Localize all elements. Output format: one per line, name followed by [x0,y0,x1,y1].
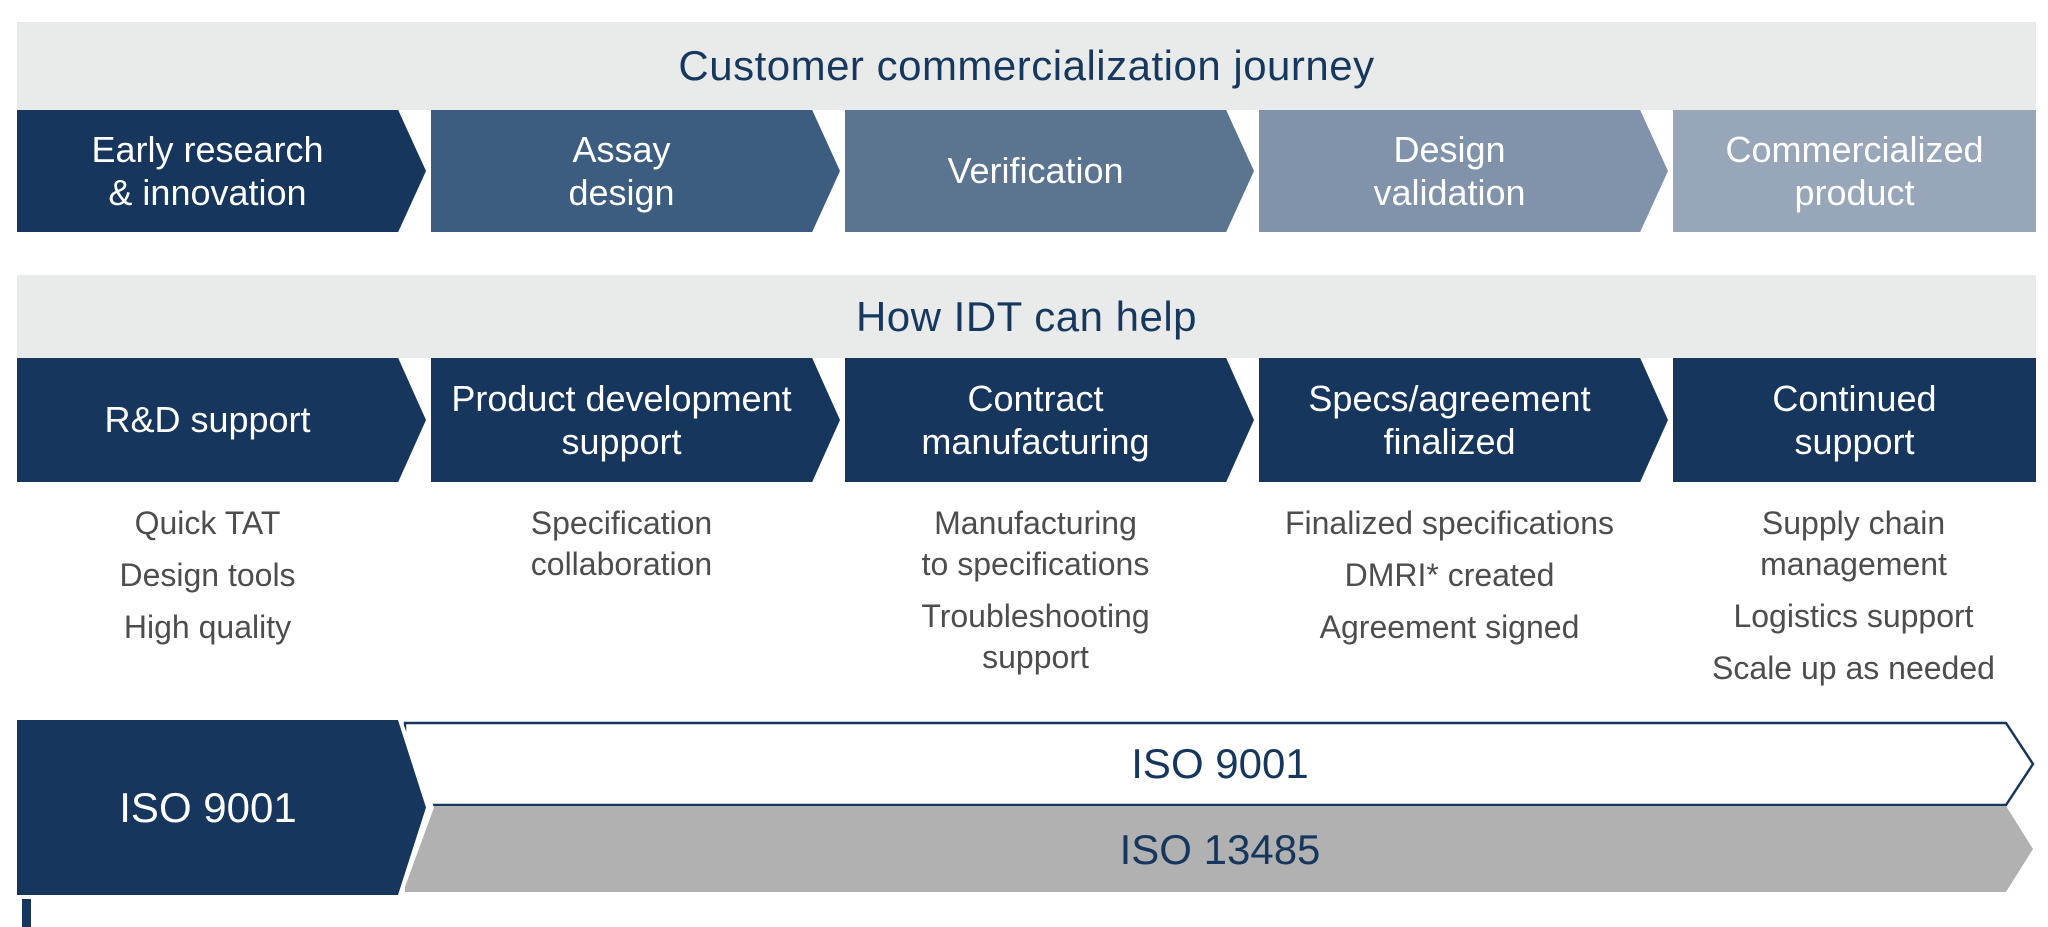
detail-item: Troubleshooting support [921,598,1150,675]
certifications-section: ISO 9001 ISO 9001 ISO 13485 [13,720,2035,895]
journey-stage-verification: Verification [845,110,1254,232]
details-specs-agreement: Finalized specifications DMRI* created A… [1259,503,1640,659]
detail-item: Supply chain management [1760,505,1947,582]
help-stage-rd-support: R&D support [17,358,426,482]
stage-label: Assay design [568,128,675,213]
journey-stage-early-research: Early research & innovation [17,110,426,232]
detail-item: Finalized specifications [1284,505,1615,541]
detail-item: Logistics support [1733,598,1974,634]
help-banner: How IDT can help [17,275,2036,358]
journey-title: Customer commercialization journey [678,42,1375,89]
journey-stage-assay-design: Assay design [431,110,840,232]
stage-label: R&D support [104,399,311,441]
iso-13485-band-label: ISO 13485 [1120,826,1321,873]
stage-label: Contract manufacturing [921,377,1150,462]
detail-item: Agreement signed [1319,609,1580,645]
journey-stage-commercialized-product: Commercialized product [1673,110,2036,232]
details-contract-manufacturing: Manufacturing to specifications Troubles… [845,503,1226,689]
cropped-edge-artifact [22,899,31,927]
journey-stage-row: Early research & innovation Assay design… [17,110,2036,232]
details-continued-support: Supply chain management Logistics suppor… [1663,503,2044,700]
help-stage-contract-manufacturing: Contract manufacturing [845,358,1254,482]
iso-9001-band-label: ISO 9001 [1131,740,1308,787]
iso-13485-band [405,806,2033,892]
detail-item: Quick TAT [134,505,281,541]
detail-item: Design tools [119,557,296,593]
stage-label: Product development support [451,377,792,462]
iso-arrow-label: ISO 9001 [119,784,296,831]
help-stage-specs-agreement: Specs/agreement finalized [1259,358,1668,482]
help-stage-continued-support: Continued support [1673,358,2036,482]
detail-item: Scale up as needed [1712,650,1995,686]
details-rd-support: Quick TAT Design tools High quality [17,503,398,659]
journey-banner: Customer commercialization journey [17,22,2036,110]
help-stage-product-development: Product development support [431,358,840,482]
journey-stage-design-validation: Design validation [1259,110,1668,232]
help-stage-row: R&D support Product development support … [17,358,2036,482]
detail-item: DMRI* created [1344,557,1555,593]
stage-label: Early research & innovation [91,128,324,213]
detail-item: Specification collaboration [530,505,713,582]
details-product-development: Specification collaboration [431,503,812,596]
detail-item: High quality [123,609,292,645]
stage-label: Specs/agreement finalized [1308,377,1591,462]
help-title: How IDT can help [855,292,1198,340]
stage-label: Verification [947,150,1124,192]
stage-label: Commercialized product [1725,128,1984,213]
stage-label: Design validation [1373,128,1526,213]
detail-item: Manufacturing to specifications [921,505,1150,582]
stage-label: Continued support [1772,377,1937,462]
iso-9001-arrow [17,720,426,895]
